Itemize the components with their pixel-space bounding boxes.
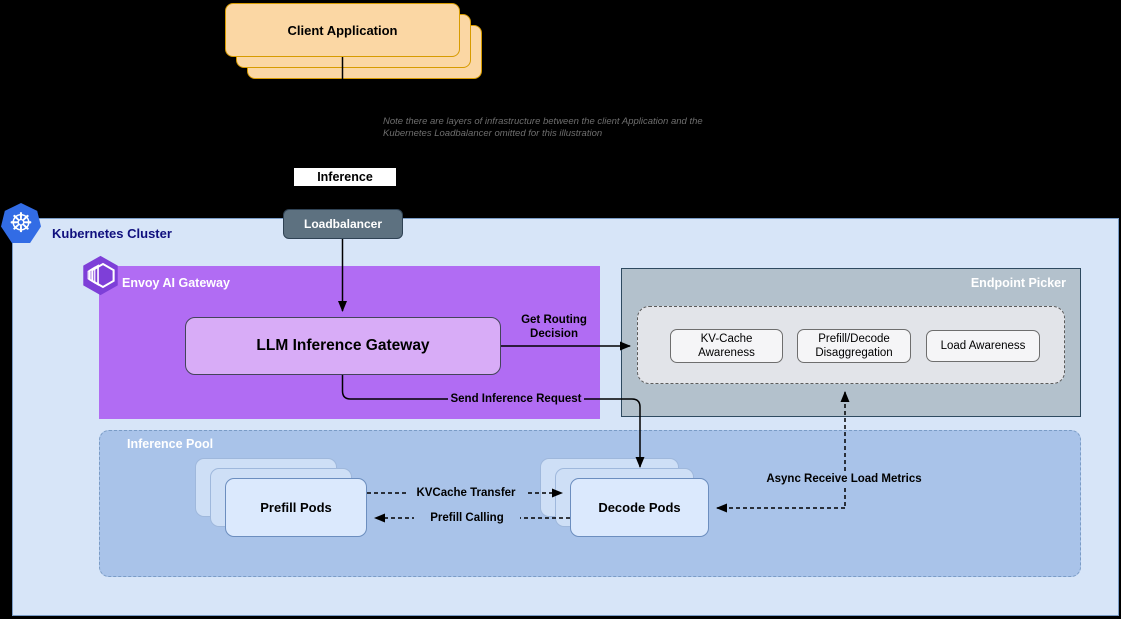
envoy-ai-gateway-label: Envoy AI Gateway [122,276,230,290]
edge-label-async-receive-load-metrics: Async Receive Load Metrics [758,472,930,487]
prefill-pods-node: Prefill Pods [225,478,367,537]
llm-inference-gateway-node: LLM Inference Gateway [185,317,501,375]
inference-pool-label: Inference Pool [127,437,214,451]
loadbalancer-label: Loadbalancer [303,217,383,231]
edge-label-inference-request: Inference Request [294,168,396,202]
prefill-pods-label: Prefill Pods [260,500,332,515]
envoy-icon [80,255,121,296]
capability-prefill-decode-disaggregation: Prefill/Decode Disaggregation [797,329,911,363]
endpoint-picker-label: Endpoint Picker [970,276,1066,290]
capability-kv-cache-awareness: KV-Cache Awareness [670,329,783,363]
kubernetes-cluster-label: Kubernetes Cluster [52,226,172,241]
decode-pods-node: Decode Pods [570,478,709,537]
llm-inference-gateway-label: LLM Inference Gateway [256,337,430,354]
edge-label-kvcache-transfer: KVCache Transfer [406,486,526,501]
edge-label-prefill-calling: Prefill Calling [414,511,520,526]
loadbalancer-node: Loadbalancer [283,209,403,239]
client-application-node: Client Application [225,3,460,57]
decode-pods-label: Decode Pods [598,500,681,515]
capability-load-awareness: Load Awareness [926,330,1040,362]
edge-label-send-inference-request: Send Inference Request [448,392,584,407]
edge-label-get-routing-decision: Get Routing Decision [521,314,587,340]
infrastructure-note: Note there are layers of infrastructure … [383,116,703,139]
client-application-label: Client Application [287,22,398,38]
kubernetes-icon: ☸ [1,203,41,243]
